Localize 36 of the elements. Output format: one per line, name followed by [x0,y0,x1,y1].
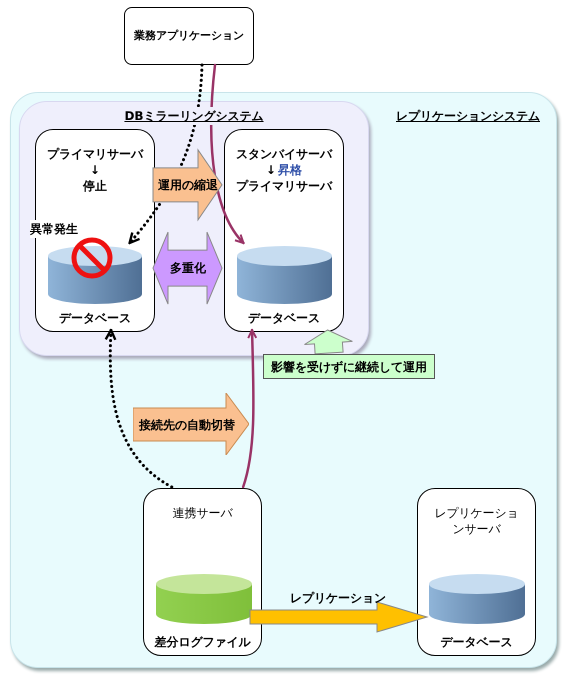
server-box [417,488,536,656]
panel-heading: レプリケーションシステム [396,109,540,123]
system-panel [19,101,369,356]
server-label: プライマリサーバ [47,146,143,162]
arrow [242,328,258,488]
panel-heading: DBミラーリングシステム [122,107,266,125]
server-label: ↓ [266,162,276,178]
block-arrow [133,393,249,455]
note-box [263,354,435,379]
database-label: データベース [59,310,131,327]
edge-label: 多重化 [170,260,206,277]
block-arrow [304,329,353,354]
server-box [143,488,262,656]
server-box [224,129,344,332]
app-label: 業務アプリケーション [133,28,245,44]
server-label: プライマリサーバ [236,178,332,194]
server-label: ↓ [90,162,100,178]
status-text: 昇格 [278,162,302,178]
block-arrow [250,601,429,633]
edge-label: 運用の縮退 [158,177,218,194]
server-label: 停止 [83,178,107,194]
arrow-label: 接続先の自動切替 [139,418,235,432]
edge-label: レプリケーション [290,590,386,607]
server-label: 連携サーバ [172,505,232,521]
database-label: データベース [440,634,512,651]
server-label: レプリケーションサーバ [434,505,520,537]
note-text: 影響を受けずに継続して運用 [271,358,427,376]
arrow [104,328,174,488]
block-arrow [152,148,223,222]
server-label: スタンバイサーバ [236,146,332,162]
system-panel [10,92,557,668]
server-box [124,7,254,65]
error-label: 異常発生 [30,220,78,238]
database-label: データベース [248,310,320,327]
database-label: 差分ログファイル [154,634,250,651]
block-arrow [152,232,223,305]
